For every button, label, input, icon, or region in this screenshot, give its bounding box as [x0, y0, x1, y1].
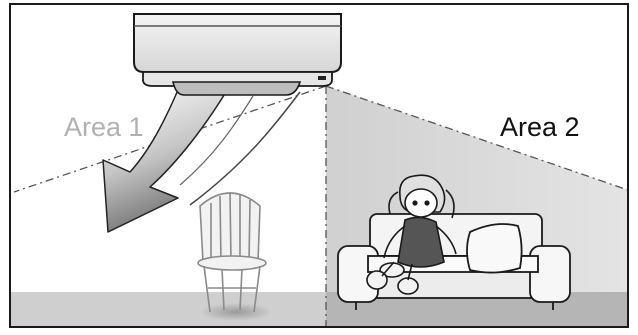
area-labels: Area 1 Area 2: [64, 112, 580, 142]
area-1-label: Area 1: [64, 112, 144, 142]
area-2-label: Area 2: [500, 112, 580, 142]
cushion-icon: [467, 224, 522, 273]
air-conditioner-icon: [134, 14, 341, 95]
sofa-icon: [338, 214, 570, 310]
